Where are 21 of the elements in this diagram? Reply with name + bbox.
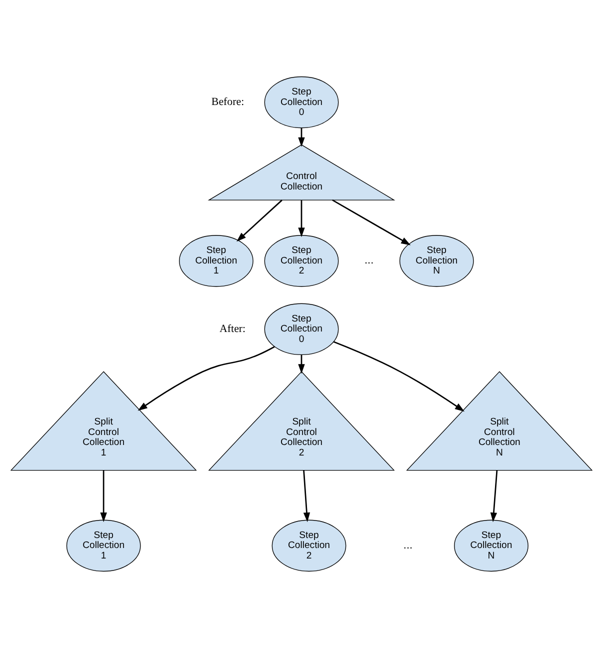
node-ellipse: Step Collection 2 bbox=[272, 519, 346, 572]
arrow bbox=[236, 199, 282, 242]
label: After: bbox=[220, 322, 246, 334]
arrow bbox=[138, 346, 275, 410]
label: ... bbox=[403, 538, 413, 551]
label: Before: bbox=[211, 95, 244, 108]
arrow bbox=[333, 340, 464, 412]
arrow bbox=[303, 470, 310, 522]
node-ellipse: Step Collection 0 bbox=[264, 302, 339, 355]
node-ellipse: Step Collection 1 bbox=[179, 234, 254, 286]
arrow bbox=[298, 200, 305, 237]
arrow bbox=[332, 199, 411, 245]
node-ellipse: Step Collection N bbox=[454, 519, 528, 572]
label: ... bbox=[364, 254, 374, 266]
node-ellipse: Step Collection 1 bbox=[66, 519, 141, 572]
arrow bbox=[298, 128, 305, 146]
arrow bbox=[100, 470, 107, 522]
arrow bbox=[298, 354, 305, 374]
arrow bbox=[490, 470, 498, 522]
node-ellipse: Step Collection 0 bbox=[264, 76, 339, 128]
node-ellipse: Step Collection 2 bbox=[264, 234, 339, 286]
